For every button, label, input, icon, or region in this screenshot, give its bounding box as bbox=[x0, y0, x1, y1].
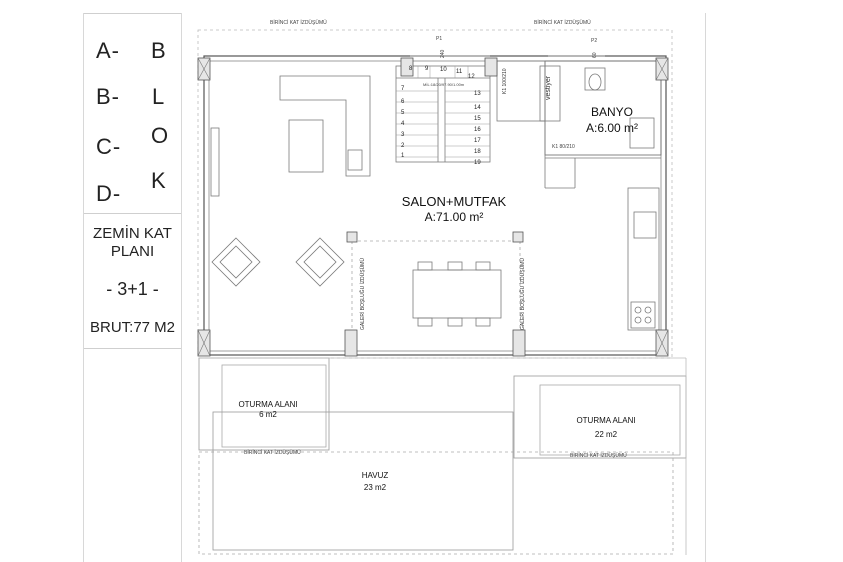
stair-num-15: 15 bbox=[474, 116, 481, 122]
gallery-label-right: GALERİ BOŞLUĞU İZDÜŞÜMÜ bbox=[520, 258, 526, 330]
frame-right-line bbox=[705, 13, 706, 562]
projection-label-bottom-left: BİRİNCİ KAT İZDÜŞÜMÜ bbox=[244, 450, 301, 456]
stair-num-1: 1 bbox=[401, 153, 405, 159]
blok-letter-l: L bbox=[152, 84, 166, 109]
havuz-name: HAVUZ bbox=[361, 471, 389, 480]
stair-num-17: 17 bbox=[474, 138, 481, 144]
projection-label-top-left: BİRİNCİ KAT İZDÜŞÜMÜ bbox=[270, 20, 327, 26]
stair-num-13: 13 bbox=[474, 91, 481, 97]
block-a: A- bbox=[96, 38, 120, 63]
stair-num-4: 4 bbox=[401, 121, 405, 127]
stair-num-10: 10 bbox=[440, 67, 447, 73]
stair-num-5: 5 bbox=[401, 110, 405, 116]
salon-area: A:71.00 m² bbox=[424, 210, 484, 224]
blok-letter-k: K bbox=[151, 168, 167, 193]
window-p2-label: P2 bbox=[591, 38, 598, 44]
vestiyer-label: vestiyer bbox=[545, 75, 552, 100]
stair-num-7: 7 bbox=[401, 86, 405, 92]
panel-top-line bbox=[84, 13, 181, 14]
stair-num-6: 6 bbox=[401, 99, 405, 105]
plan-title-line1: ZEMİN KAT bbox=[93, 225, 172, 242]
stair-num-19: 19 bbox=[474, 160, 481, 166]
plan-title-line2: PLANI bbox=[110, 243, 155, 260]
havuz-area: 23 m2 bbox=[363, 483, 387, 492]
projection-label-bottom-right: BİRİNCİ KAT İZDÜŞÜMÜ bbox=[570, 453, 627, 459]
stair-num-8: 8 bbox=[409, 66, 413, 72]
door-k1-vertical-label: K1 100/210 bbox=[502, 68, 508, 94]
banyo-name: BANYO bbox=[590, 105, 633, 119]
block-d: D- bbox=[96, 181, 122, 206]
oturma-large-area: 22 m2 bbox=[594, 430, 618, 439]
oturma-small-name: OTURMA ALANI bbox=[238, 400, 298, 409]
stair-num-18: 18 bbox=[474, 149, 481, 155]
window-p1-size: 240 bbox=[440, 49, 446, 58]
oturma-large-name: OTURMA ALANI bbox=[576, 416, 636, 425]
projection-label-top-right: BİRİNCİ KAT İZDÜŞÜMÜ bbox=[534, 20, 591, 26]
block-b: B- bbox=[96, 84, 120, 109]
stair-num-12: 12 bbox=[468, 74, 475, 80]
oturma-small-area: 6 m2 bbox=[259, 410, 277, 419]
salon-name: SALON+MUTFAK bbox=[401, 194, 507, 209]
stair-note: MİL:18/20/97.90/1.00m bbox=[423, 82, 465, 87]
gross-area: BRUT:77 M2 bbox=[89, 319, 176, 336]
door-k1-label: K1 80/210 bbox=[552, 144, 575, 150]
block-c: C- bbox=[96, 134, 122, 159]
window-p2-size: 60 bbox=[592, 52, 598, 58]
stair-num-14: 14 bbox=[474, 105, 481, 111]
blok-letter-b: B bbox=[151, 38, 167, 63]
stair-num-3: 3 bbox=[401, 132, 405, 138]
title-block: A- B- C- D- B L O K ZEMİN KAT PLANI - 3+… bbox=[83, 13, 182, 562]
unit-type: - 3+1 - bbox=[106, 279, 159, 299]
banyo-area: A:6.00 m² bbox=[585, 121, 639, 135]
gallery-label-left: GALERİ BOŞLUĞU İZDÜŞÜMÜ bbox=[360, 258, 366, 330]
stair-num-11: 11 bbox=[456, 69, 463, 75]
stair-num-2: 2 bbox=[401, 143, 405, 149]
blok-letter-o: O bbox=[151, 123, 170, 148]
panel-divider-2 bbox=[84, 348, 181, 349]
stair-num-16: 16 bbox=[474, 127, 481, 133]
window-p1-label: P1 bbox=[436, 36, 443, 42]
stair-num-9: 9 bbox=[425, 66, 429, 72]
panel-divider bbox=[84, 213, 181, 214]
